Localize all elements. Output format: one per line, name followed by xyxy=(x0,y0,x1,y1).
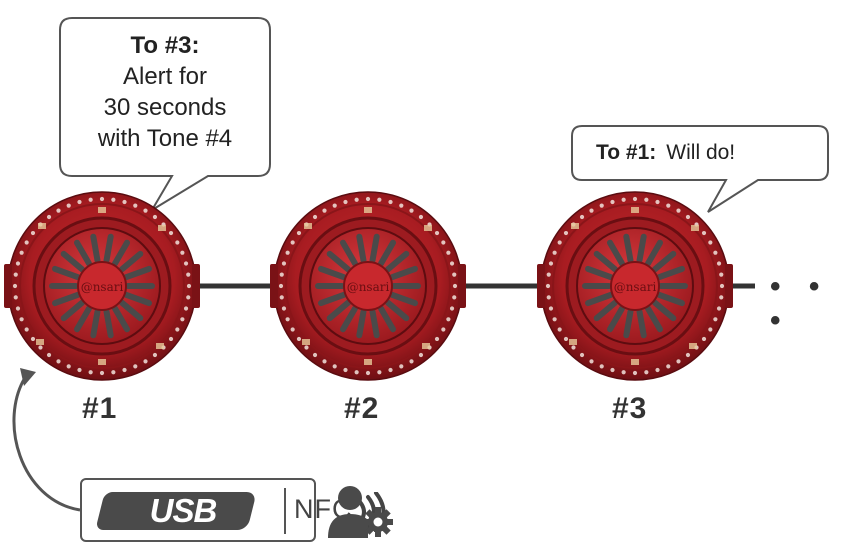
watermark-3: @nsari xyxy=(614,280,657,294)
node-label-2: #2 xyxy=(344,392,380,425)
usb-label: USB xyxy=(149,492,218,529)
user-settings-icon[interactable] xyxy=(326,482,398,542)
programming-device[interactable]: USB NFC xyxy=(80,478,386,542)
separator xyxy=(284,488,286,534)
sounder-device-3: @nsari xyxy=(537,191,733,381)
bubble-right-heading: To #1: xyxy=(596,141,657,164)
node-label-3: #3 xyxy=(612,392,648,425)
node-label-1: #1 xyxy=(82,392,118,425)
bubble-left-line-2: 30 seconds xyxy=(103,94,227,121)
bubble-left-line-3: with Tone #4 xyxy=(97,125,233,152)
bubble-right-message: Will do! xyxy=(666,141,736,164)
watermark-1: @nsari xyxy=(81,280,124,294)
bubble-right-text: To #1: Will do! xyxy=(572,139,828,167)
continuation-dots: • • • xyxy=(770,270,830,337)
curved-arrow-icon xyxy=(12,375,81,512)
sounder-device-1: @nsari xyxy=(4,191,200,381)
bubble-left-text: To #3: Alert for 30 seconds with Tone #4 xyxy=(62,30,268,154)
sounder-device-2: @nsari xyxy=(270,191,466,381)
arrow-head xyxy=(20,368,36,386)
bubble-left-heading: To #3: xyxy=(130,32,200,59)
speech-bubble-right xyxy=(571,125,829,213)
speech-bubble-left xyxy=(59,17,271,211)
bubble-left-line-1: Alert for xyxy=(122,63,208,90)
watermark-2: @nsari xyxy=(347,280,390,294)
